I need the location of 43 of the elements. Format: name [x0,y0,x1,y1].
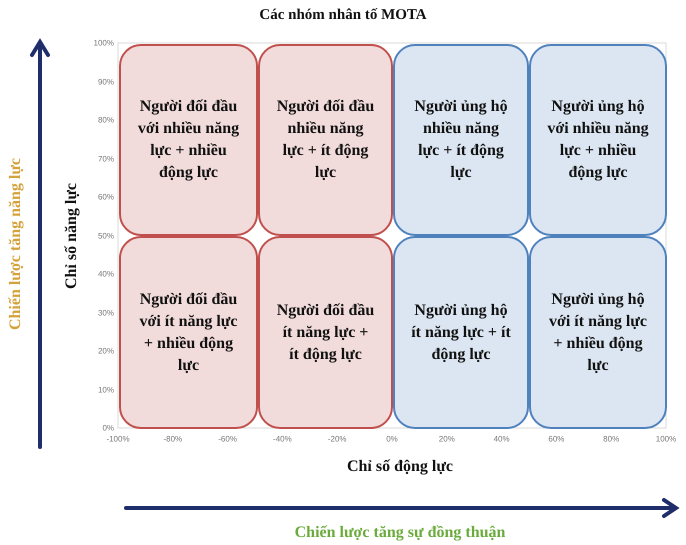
tick-label: 0% [102,424,114,432]
quadrant-box [119,44,258,236]
quadrant-box [393,44,529,236]
quadrant-text: Người ủng hộ nhiều năng lực + ít động lực [413,97,509,183]
quadrant-text: Người ủng hộ với ít năng lực + nhiều động lực [548,290,648,376]
tick-label: 20% [438,434,455,444]
strategy-label: Chiến lược tăng năng lực [7,158,25,330]
tick-label: 50% [98,231,114,240]
tick-label: 90% [98,77,114,86]
tick-label: 70% [98,154,114,163]
tick-label: -40% [273,434,292,444]
quadrant-box [258,44,393,236]
quadrant-text: Người đối đầu nhiều năng lực + ít động lực [276,97,375,183]
chart-title: Các nhóm nhân tố MOTA [258,7,428,24]
tick-label: 60% [98,192,114,202]
quadrant-box [119,236,258,429]
tick-label: -100% [106,434,130,444]
quadrant-text: Người ủng hộ ít năng lực + ít động lực [411,300,511,364]
axis-title: Chỉ số động lực [346,458,454,476]
tick-label: 80% [603,434,620,444]
tick-label: 80% [98,116,114,124]
tick-label: 100% [656,434,676,444]
quadrant-box [258,236,393,429]
tick-label: 30% [98,308,114,317]
tick-label: 10% [98,385,114,394]
tick-label: 20% [98,346,114,356]
quadrant-text: Người đối đầu với nhiều năng lực + nhiều động lực [137,97,240,183]
tick-label: -80% [163,434,182,444]
tick-label: -20% [328,434,347,444]
quadrant-text: Người ủng hộ với nhiều năng lực + nhiều động lực [547,97,649,183]
quadrant-box [529,236,667,429]
tick-label: 100% [94,38,114,48]
tick-label: -60% [218,434,237,444]
quadrant-box [393,236,529,429]
axis-title: Chỉ số năng lực [63,182,81,290]
tick-label: 40% [494,434,510,444]
tick-label: 60% [548,434,564,444]
quadrant-box [529,44,667,236]
quadrant-text: Người đối đầu với ít năng lực + nhiều động lực [138,290,239,376]
tick-label: 40% [98,270,114,278]
tick-label: 0% [386,434,398,444]
strategy-label: Chiến lược tăng sự đồng thuận [294,524,506,542]
quadrant-text: Người đối đầu ít năng lực + ít động lực [276,300,375,364]
